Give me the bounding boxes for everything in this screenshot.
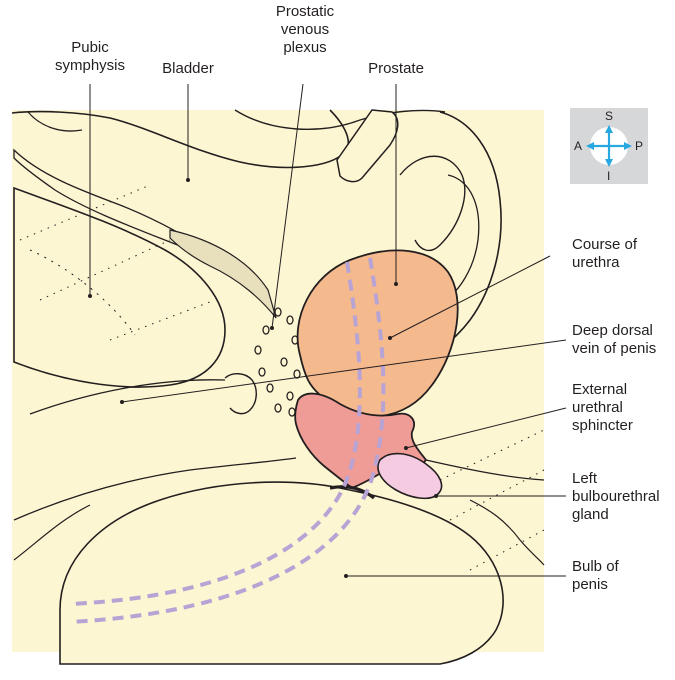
label-line: Pubic — [40, 39, 140, 57]
label-bladder: Bladder — [148, 60, 228, 78]
label-course-of-urethra: Course of urethra — [572, 236, 637, 272]
label-line: urethral — [572, 399, 633, 417]
label-bulb-of-penis: Bulb of penis — [572, 558, 619, 594]
label-line: Left — [572, 470, 660, 488]
label-line: External — [572, 381, 633, 399]
label-line: symphysis — [40, 57, 140, 75]
label-external-urethral-sphincter: External urethral sphincter — [572, 381, 633, 435]
label-prostatic-venous-plexus: Prostatic venous plexus — [255, 3, 355, 57]
label-prostate: Prostate — [356, 60, 436, 78]
label-line: Prostatic — [255, 3, 355, 21]
label-line: Prostate — [356, 60, 436, 78]
label-line: bulbourethral — [572, 488, 660, 506]
label-pubic-symphysis: Pubic symphysis — [40, 39, 140, 75]
label-line: Bladder — [148, 60, 228, 78]
label-deep-dorsal-vein: Deep dorsal vein of penis — [572, 322, 656, 358]
orientation-anterior: A — [574, 140, 582, 152]
label-line: urethra — [572, 254, 637, 272]
label-line: venous — [255, 21, 355, 39]
label-line: sphincter — [572, 417, 633, 435]
orientation-posterior: P — [635, 140, 643, 152]
label-line: penis — [572, 576, 619, 594]
label-line: vein of penis — [572, 340, 656, 358]
orientation-superior: S — [605, 110, 613, 122]
label-line: plexus — [255, 39, 355, 57]
label-line: Course of — [572, 236, 637, 254]
orientation-inferior: I — [607, 170, 610, 182]
label-line: Deep dorsal — [572, 322, 656, 340]
label-left-bulbourethral-gland: Left bulbourethral gland — [572, 470, 660, 524]
orientation-compass: S I A P — [570, 108, 648, 184]
label-line: Bulb of — [572, 558, 619, 576]
label-line: gland — [572, 506, 660, 524]
